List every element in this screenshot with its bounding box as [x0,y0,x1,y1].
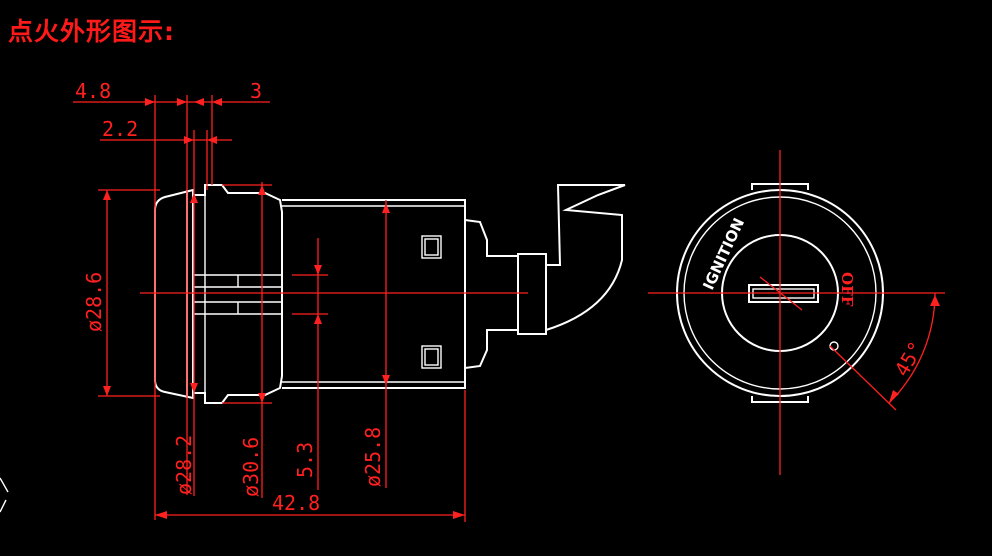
collar-outline [193,184,283,404]
arrowhead [155,511,167,519]
dim-label-42-8: 42.8 [272,491,320,515]
arrowhead [103,190,111,200]
side-view [154,184,626,404]
arrowhead [190,383,198,393]
body-outline [282,199,466,389]
arrowhead [103,386,111,396]
arrowhead [382,203,390,213]
angle-arc [888,292,936,404]
arrowhead [177,98,187,106]
front-diagonal-centerline [759,276,803,311]
rear-connector [464,219,519,369]
arrowhead [314,265,322,275]
arrowhead [212,98,222,106]
dimensions: 4.8 3 2.2 ø28.6 ø28.2 ø30.6 5.3 [73,79,940,522]
arrowhead [930,295,940,306]
dim-label-28-2: ø28.2 [172,435,196,495]
arrowhead [194,98,204,106]
dim-label-25-8: ø25.8 [361,427,385,487]
off-label: OFF [838,272,856,307]
arrowhead [184,136,194,144]
drawing-title: 点火外形图示: [8,17,175,46]
position-dot [829,341,839,351]
arrowhead [889,390,899,403]
center-lines [140,150,945,475]
arrowhead [453,511,465,519]
terminal-window-inner [424,348,439,366]
dim-label-45-deg: 45° [890,337,929,380]
arrowhead [258,393,266,403]
terminal-window [421,345,442,369]
arrowhead [145,98,155,106]
dim-label-5-3: 5.3 [293,442,317,478]
arrowhead [207,136,217,144]
wire-harness [545,184,626,331]
arrowhead [382,375,390,385]
dim-label-28-6: ø28.6 [82,272,106,332]
edge-mark [0,477,9,513]
rear-plug [517,253,547,335]
angle-leg [829,345,897,411]
dim-label-30-6: ø30.6 [239,437,263,497]
dim-label-4-8: 4.8 [75,79,111,103]
terminal-window-inner [424,238,439,256]
arrowhead [190,193,198,203]
arrowhead [258,185,266,195]
dim-label-3: 3 [250,79,262,103]
arrowhead [314,314,322,324]
terminal-window [421,235,442,259]
dim-label-2-2: 2.2 [102,117,138,141]
